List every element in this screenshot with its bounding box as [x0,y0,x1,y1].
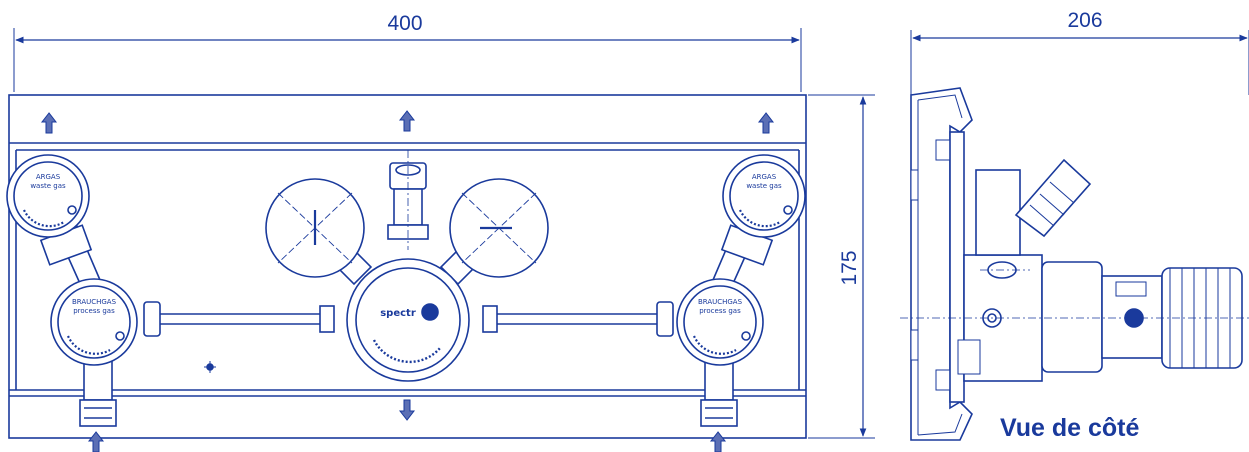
gauge-process-gas-right: BRAUCHGAS process gas [676,278,764,366]
gauge-process-gas-left-sublabel: process gas [73,307,115,315]
regulator-bonnet [1041,261,1163,373]
arrow-up-icon [757,112,775,134]
arrow-up-icon [398,110,416,132]
depth-dimension: 206 [910,9,1249,95]
side-gauge-stem [1014,158,1092,238]
piping [143,301,674,337]
side-view: 206 [900,9,1249,442]
regulator-inlet-valve [387,150,429,250]
gauge-waste-gas-right-sublabel: waste gas [746,182,782,190]
front-view: 400 175 [6,12,875,452]
bottom-fitting-right [700,359,738,427]
gauge-waste-gas-left-label: ARGAS [36,173,61,181]
gauge-process-gas-left-label: BRAUCHGAS [72,298,117,306]
gauge-outlet-pressure [449,178,549,278]
arrow-up-icon [709,431,727,452]
side-view-caption: Vue de côté [1000,414,1139,442]
gauge-waste-gas-left-sublabel: waste gas [30,182,66,190]
brand-label: spectr [380,308,416,319]
gauge-inlet-pressure [265,178,365,278]
mounting-marker [204,361,216,373]
bottom-fitting-left [79,359,117,427]
gauge-process-gas-right-label: BRAUCHGAS [698,298,743,306]
gauge-process-gas-left: BRAUCHGAS process gas [50,278,138,366]
central-regulator: spectr [346,258,470,382]
arrow-up-icon [87,431,105,452]
depth-label: 206 [1067,9,1102,32]
width-label: 400 [387,12,422,35]
height-dimension: 175 [808,94,875,439]
gauge-process-gas-right-sublabel: process gas [699,307,741,315]
height-label: 175 [838,250,861,285]
arrow-down-icon [398,399,416,421]
gauge-waste-gas-left: ARGAS waste gas [6,154,90,238]
gauge-waste-gas-right: ARGAS waste gas [722,154,806,238]
width-dimension: 400 [13,12,802,92]
gauge-waste-gas-right-label: ARGAS [752,173,777,181]
arrow-up-icon [40,112,58,134]
